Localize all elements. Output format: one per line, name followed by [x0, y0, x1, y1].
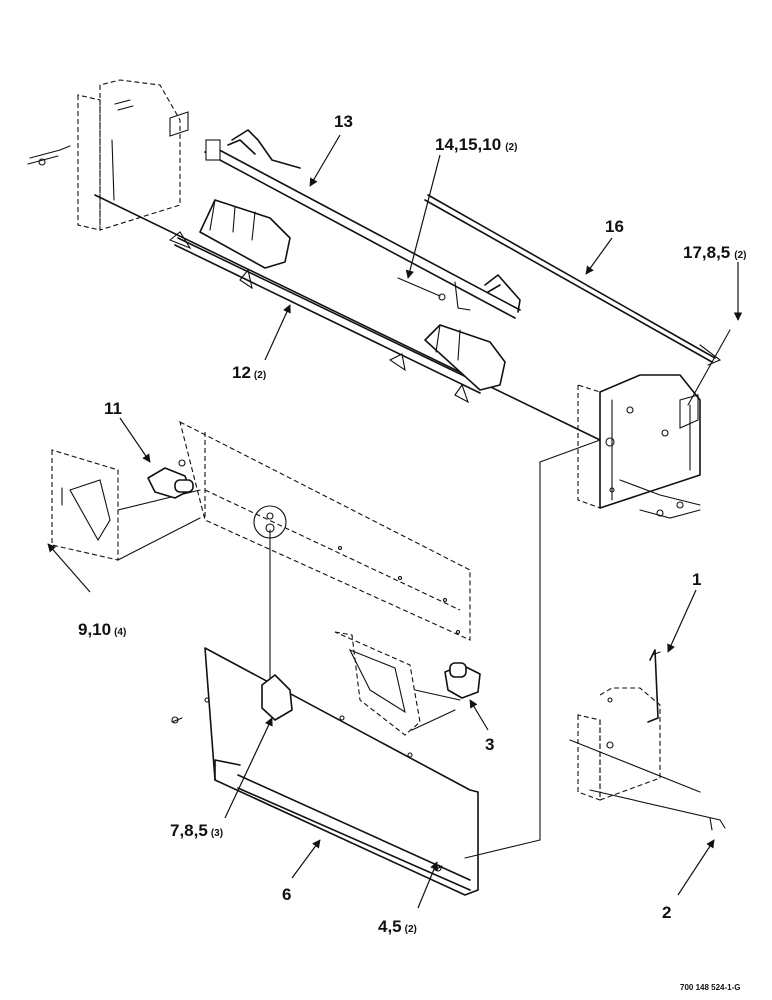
label-14-15-10: 14,15,10(2) — [435, 135, 517, 154]
label-13: 13 — [334, 112, 353, 131]
svg-text:12(2): 12(2) — [232, 363, 266, 382]
label-4-5: 4,5(2) — [378, 917, 417, 936]
label-2: 2 — [662, 903, 671, 922]
label-12: 12(2) — [232, 363, 266, 382]
svg-text:13: 13 — [334, 112, 353, 131]
svg-text:1: 1 — [692, 570, 701, 589]
right-mid-bracket — [334, 631, 481, 736]
svg-text:6: 6 — [282, 885, 291, 904]
svg-text:14,15,10(2): 14,15,10(2) — [435, 135, 517, 154]
svg-text:4,5(2): 4,5(2) — [378, 917, 417, 936]
right-upper-side-plate — [577, 374, 701, 519]
label-16: 16 — [605, 217, 624, 236]
svg-text:11: 11 — [104, 399, 122, 418]
svg-text:7,8,5(3): 7,8,5(3) — [170, 821, 223, 840]
beater-shaft-assembly — [94, 194, 601, 441]
assembly-line — [464, 439, 601, 859]
upper-shaft-assembly — [204, 129, 521, 319]
svg-text:9,10(4): 9,10(4) — [78, 620, 126, 639]
svg-text:17,8,5(2): 17,8,5(2) — [683, 243, 747, 262]
label-3: 3 — [485, 735, 494, 754]
svg-text:16: 16 — [605, 217, 624, 236]
drawing-number: 700 148 524-1-G — [680, 983, 741, 992]
label-9-10: 9,10(4) — [78, 620, 126, 639]
label-11: 11 — [104, 399, 122, 418]
svg-text:3: 3 — [485, 735, 494, 754]
label-1: 1 — [692, 570, 701, 589]
bolt-14-15-10 — [397, 277, 471, 311]
callout-lines — [47, 134, 743, 909]
label-6: 6 — [282, 885, 291, 904]
svg-text:2: 2 — [662, 903, 671, 922]
left-upper-side-plate — [27, 79, 189, 231]
middle-dashed-panel — [179, 420, 471, 641]
right-lower-side-plate — [569, 649, 726, 831]
lower-main-panel — [171, 647, 479, 896]
rod-16 — [424, 194, 722, 366]
left-lower-bracket — [51, 449, 201, 561]
label-17-8-5: 17,8,5(2) — [683, 243, 747, 262]
label-7-8-5: 7,8,5(3) — [170, 821, 223, 840]
